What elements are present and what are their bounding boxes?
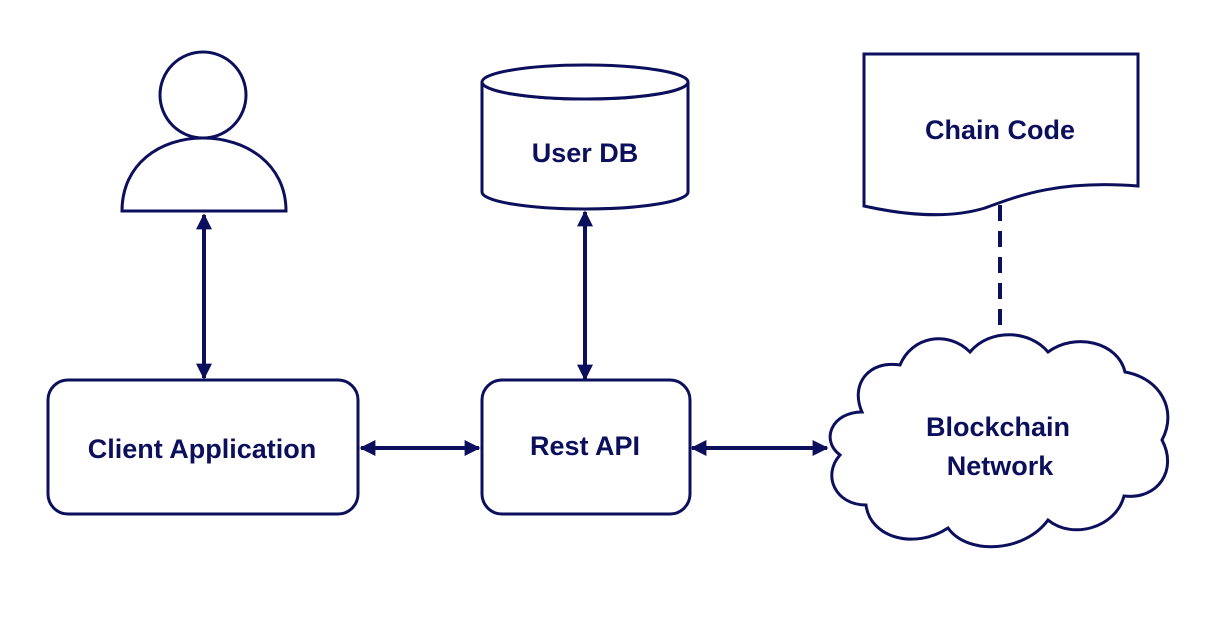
chain-code-node: Chain Code (862, 52, 1140, 217)
client-application-node: Client Application (46, 378, 360, 516)
user-db-node: User DB (480, 63, 690, 211)
blockchain-label-line1: Blockchain (926, 412, 1070, 442)
user-actor-icon (120, 50, 288, 213)
chain-code-label: Chain Code (925, 115, 1075, 145)
user-db-label: User DB (532, 138, 639, 168)
rest-api-label: Rest API (530, 431, 640, 461)
blockchain-label-line2: Network (947, 451, 1055, 481)
rest-api-node: Rest API (480, 378, 692, 516)
client-application-label: Client Application (88, 434, 317, 464)
blockchain-network-node: Blockchain Network (828, 333, 1170, 549)
